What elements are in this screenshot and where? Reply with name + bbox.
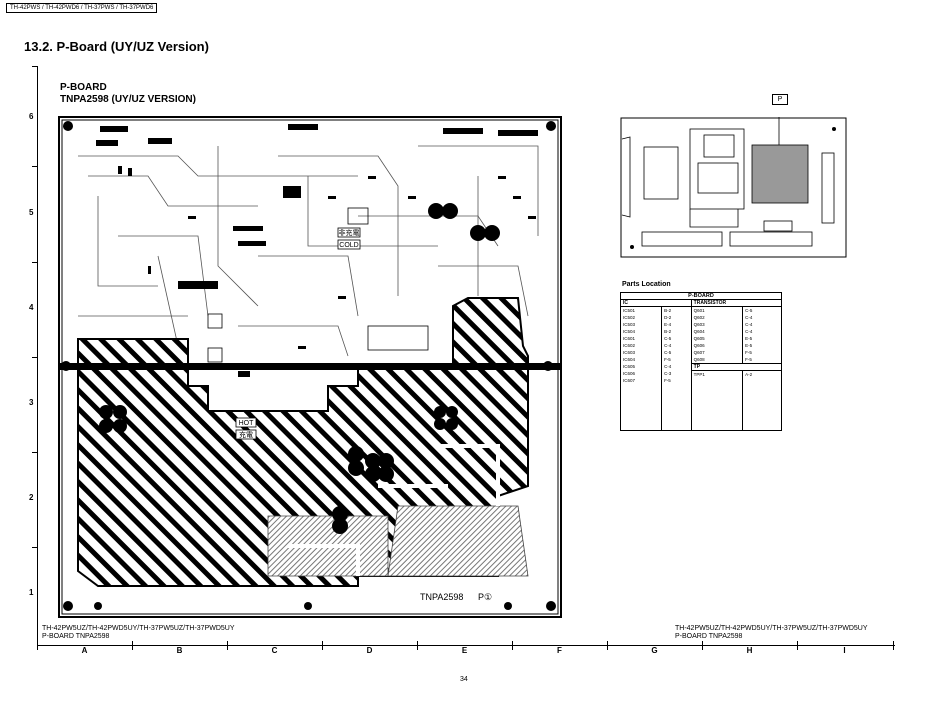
- board-location-diagram: [620, 117, 847, 258]
- column-label-b: B: [176, 646, 183, 655]
- ruler-tick: [227, 641, 228, 650]
- ruler-tick: [32, 166, 37, 167]
- ruler-tick: [512, 641, 513, 650]
- ruler-tick: [32, 357, 37, 358]
- table-title: P-BOARD: [620, 292, 782, 300]
- ic-loc-list: B-2 D-2 E-4 B-2 C-5 C-4 C-5 F-5 C-4 C-3 …: [661, 306, 692, 431]
- caption-right-line2: P-BOARD TNPA2598: [675, 633, 743, 640]
- model-tag: TH-42PWS / TH-42PWD6 / TH-37PWS / TH-37P…: [6, 3, 158, 13]
- column-label-d: D: [366, 646, 373, 655]
- ruler-tick: [32, 262, 37, 263]
- tp-header: TP: [690, 363, 783, 371]
- vertical-ruler: [37, 66, 38, 646]
- row-label-3: 3: [29, 398, 34, 407]
- board-subtitle: TNPA2598 (UY/UZ VERSION): [60, 94, 196, 105]
- page-number: 34: [460, 676, 468, 683]
- column-label-f: F: [557, 646, 562, 655]
- tp-loc-list: A-2: [742, 370, 782, 431]
- row-label-1: 1: [29, 588, 34, 597]
- ic-ref-list: IC501 IC502 IC503 IC504 IC601 IC602 IC60…: [619, 306, 663, 431]
- tp-ref-list: TPP1: [690, 370, 744, 431]
- caption-left-line1: TH-42PW5UZ/TH-42PWD5UY/TH-37PW5UZ/TH-37P…: [42, 625, 235, 632]
- ruler-tick: [322, 641, 323, 650]
- parts-location-heading: Parts Location: [622, 281, 671, 288]
- ruler-tick: [893, 641, 894, 650]
- section-title: 13.2. P-Board (UY/UZ Version): [24, 39, 209, 54]
- pcb-part-code: P①: [478, 592, 492, 602]
- caption-right-line1: TH-42PW5UZ/TH-42PWD5UY/TH-37PW5UZ/TH-37P…: [675, 625, 868, 632]
- row-label-2: 2: [29, 493, 34, 502]
- row-label-6: 6: [29, 112, 34, 121]
- pcb-part-number: TNPA2598: [420, 592, 463, 602]
- ruler-tick: [702, 641, 703, 650]
- ruler-tick: [32, 452, 37, 453]
- horizontal-ruler: [37, 645, 895, 646]
- column-label-c: C: [271, 646, 278, 655]
- ruler-tick: [132, 641, 133, 650]
- column-label-i: I: [843, 646, 846, 655]
- ruler-tick: [32, 547, 37, 548]
- location-label: P: [772, 94, 788, 105]
- ic-header: IC: [620, 299, 692, 307]
- ruler-tick: [37, 641, 38, 650]
- board-title: P-BOARD: [60, 82, 107, 93]
- row-label-5: 5: [29, 208, 34, 217]
- caption-left-line2: P-BOARD TNPA2598: [42, 633, 110, 640]
- pcb-mark-nonhot-jp: 非充電: [339, 228, 360, 237]
- pcb-mark-hot: HOT: [239, 420, 255, 427]
- ruler-tick: [797, 641, 798, 650]
- ruler-tick: [607, 641, 608, 650]
- pcb-mark-cold: COLD: [339, 242, 358, 249]
- pcb-mark-hot-jp: 充電: [239, 430, 253, 439]
- column-label-a: A: [81, 646, 88, 655]
- pcb-layout-diagram: 非充電 COLD HOT 充電 TNPA2598 P①: [58, 116, 562, 618]
- column-label-g: G: [651, 646, 658, 655]
- column-label-h: H: [746, 646, 753, 655]
- transistor-header: TRANSISTOR: [690, 299, 783, 307]
- column-label-e: E: [461, 646, 468, 655]
- transistor-ref-list: Q601 Q602 Q603 Q604 Q605 Q606 Q607 Q608: [690, 306, 744, 364]
- ruler-tick: [32, 66, 37, 67]
- transistor-loc-list: C-5 C-4 C-4 C-4 E-5 E-5 F-5 F-5: [742, 306, 782, 364]
- ruler-tick: [417, 641, 418, 650]
- row-label-4: 4: [29, 303, 34, 312]
- parts-location-table: P-BOARD IC TRANSISTOR IC501 IC502 IC503 …: [619, 292, 783, 431]
